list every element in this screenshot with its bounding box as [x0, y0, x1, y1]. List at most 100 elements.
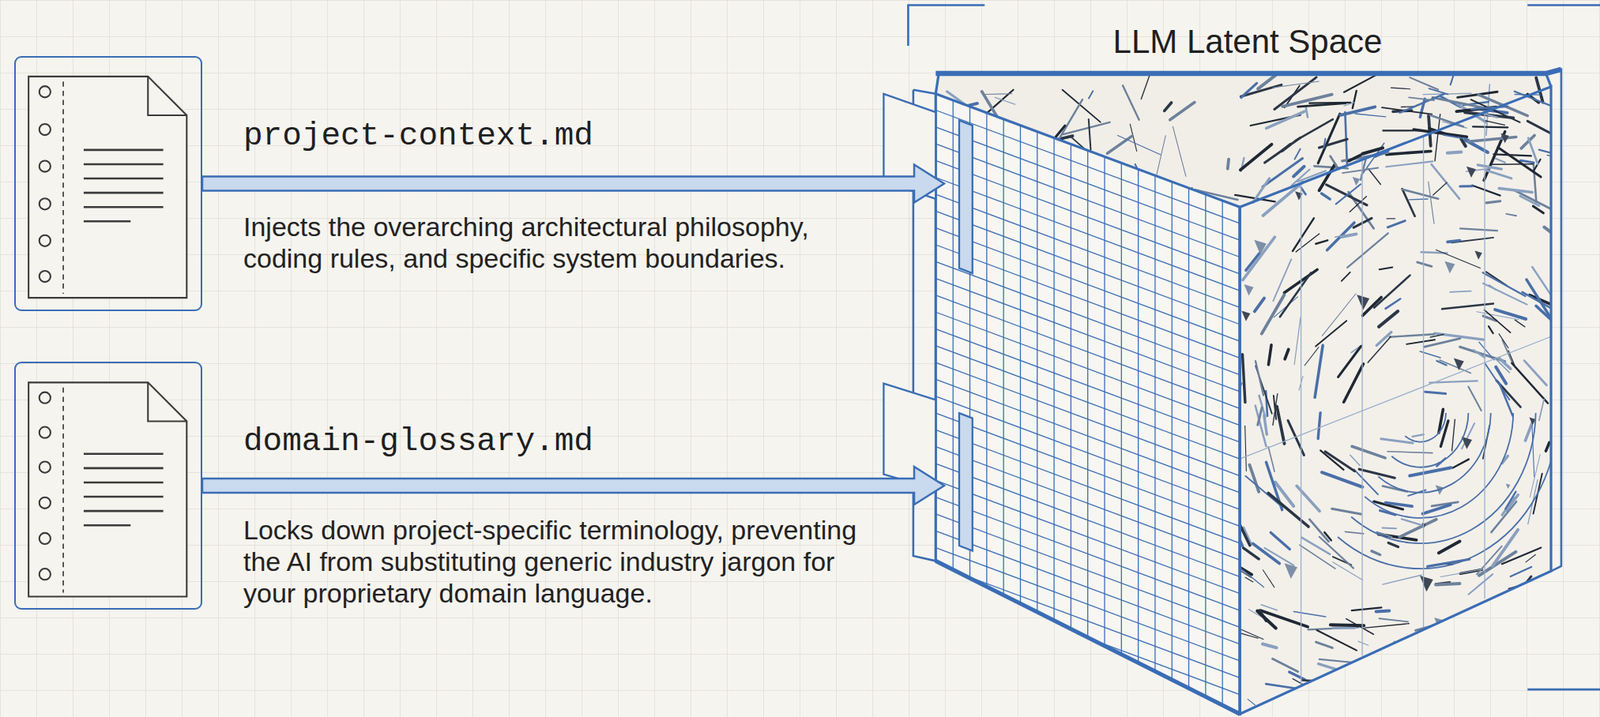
- latent-stroke: [1547, 154, 1591, 165]
- latent-stroke: [1506, 617, 1525, 626]
- grid-line: [935, 530, 1240, 644]
- latent-stroke: [1262, 158, 1303, 188]
- panel-heading: LLM Latent Space: [944, 22, 1552, 62]
- latent-stroke: [1117, 135, 1160, 155]
- latent-stroke: [1527, 667, 1540, 674]
- latent-stroke: [1382, 575, 1422, 585]
- latent-stroke: [1295, 119, 1333, 141]
- grid-line: [935, 194, 1240, 308]
- latent-shard: [1140, 309, 1149, 320]
- latent-stroke: [1401, 519, 1422, 526]
- grid-line: [935, 346, 1240, 460]
- grid-line: [935, 548, 1240, 662]
- latent-stroke: [1287, 421, 1304, 456]
- latent-stroke: [1295, 233, 1320, 253]
- latent-stroke: [1472, 125, 1508, 128]
- latent-stroke: [1088, 119, 1092, 151]
- latent-stroke: [1240, 144, 1273, 171]
- latent-stroke: [1438, 672, 1461, 676]
- latent-stroke: [1381, 527, 1397, 530]
- latent-stroke: [1453, 459, 1469, 469]
- grid-line: [1103, 60, 1105, 717]
- grid-line: [935, 362, 1240, 476]
- latent-stroke: [1468, 136, 1517, 142]
- latent-stroke: [1514, 91, 1564, 111]
- latent-stroke: [1292, 218, 1314, 252]
- file-name: domain-glossary.md: [243, 422, 594, 461]
- latent-stroke: [1255, 361, 1264, 396]
- latent-stroke: [1268, 345, 1272, 366]
- latent-stroke: [1436, 250, 1481, 269]
- latent-stroke: [1388, 542, 1398, 547]
- grid-line: [1121, 60, 1122, 717]
- document-icon: [28, 76, 187, 298]
- latent-stroke: [1344, 75, 1376, 93]
- latent-stroke: [1316, 642, 1333, 648]
- grid-line: [935, 228, 1240, 342]
- latent-stroke: [1351, 607, 1382, 611]
- latent-stroke: [1425, 391, 1446, 394]
- swirl-arc: [1391, 413, 1469, 468]
- latent-stroke: [1317, 413, 1321, 440]
- latent-stroke: [1511, 680, 1530, 693]
- latent-stroke: [1227, 159, 1229, 170]
- latent-stroke: [1341, 272, 1351, 282]
- latent-stroke: [1452, 653, 1498, 656]
- latent-stroke: [1261, 294, 1284, 334]
- latent-shard: [1091, 626, 1098, 634]
- latent-stroke: [1172, 126, 1186, 177]
- grid-line: [952, 60, 954, 717]
- latent-stroke: [1295, 148, 1301, 159]
- latent-stroke: [1321, 293, 1356, 336]
- latent-stroke: [1495, 367, 1506, 384]
- latent-stroke: [1088, 90, 1093, 98]
- latent-shard: [1187, 307, 1198, 320]
- latent-shard: [1466, 666, 1479, 681]
- latent-stroke: [1493, 154, 1531, 156]
- latent-stroke: [1342, 168, 1378, 174]
- latent-stroke: [1429, 704, 1466, 717]
- latent-stroke: [1460, 228, 1498, 231]
- latent-stroke: [1468, 387, 1481, 411]
- latent-stroke: [1249, 465, 1259, 493]
- latent-stroke: [1395, 679, 1439, 683]
- latent-stroke: [1483, 614, 1525, 624]
- latent-stroke: [1272, 259, 1292, 302]
- latent-shard: [1010, 466, 1019, 477]
- latent-stroke: [1442, 686, 1481, 688]
- latent-stroke: [1336, 184, 1361, 204]
- grid-line: [935, 177, 1240, 291]
- latent-stroke: [1495, 158, 1506, 163]
- latent-shard: [1500, 133, 1509, 144]
- latent-stroke: [1468, 574, 1494, 595]
- grid-line: [935, 480, 1240, 594]
- latent-stroke: [1483, 309, 1510, 333]
- swirl-arc: [1404, 413, 1446, 442]
- latent-stroke: [1456, 643, 1499, 652]
- latent-stroke: [1355, 681, 1381, 686]
- latent-stroke: [1182, 188, 1193, 207]
- latent-stroke: [982, 91, 1010, 137]
- latent-shard: [1444, 261, 1455, 275]
- latent-stroke: [1381, 439, 1413, 444]
- latent-stroke: [1471, 679, 1495, 693]
- latent-stroke: [934, 103, 978, 115]
- latent-stroke: [1385, 161, 1433, 167]
- latent-stroke: [1062, 90, 1101, 123]
- latent-stroke: [1514, 320, 1525, 328]
- latent-stroke: [1423, 338, 1461, 348]
- grid-line: [935, 497, 1240, 611]
- latent-stroke: [1452, 419, 1456, 452]
- latent-stroke: [1438, 542, 1461, 554]
- latent-stroke: [1479, 631, 1492, 635]
- latent-stroke: [1409, 198, 1429, 200]
- latent-shard: [1190, 451, 1197, 459]
- latent-stroke: [1350, 455, 1360, 466]
- latent-stroke: [1486, 201, 1500, 204]
- latent-stroke: [1369, 704, 1410, 710]
- latent-stroke: [1432, 97, 1484, 109]
- latent-stroke: [1382, 129, 1421, 132]
- latent-stroke: [1026, 183, 1034, 188]
- latent-stroke: [1294, 316, 1301, 365]
- latent-stroke: [1330, 156, 1338, 168]
